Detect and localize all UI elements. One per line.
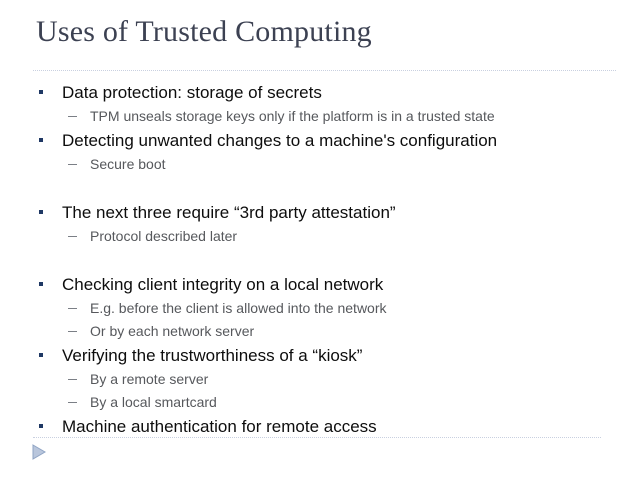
square-bullet-icon [38, 352, 44, 358]
bullet-item: The next three require “3rd party attest… [0, 200, 638, 225]
sub-bullet-label: By a local smartcard [90, 394, 217, 410]
sub-bullet-item: By a local smartcard [0, 391, 638, 414]
sub-bullet-label: Protocol described later [90, 228, 238, 244]
sub-bullet-label: Or by each network server [90, 323, 255, 339]
bullet-label: Data protection: storage of secrets [62, 83, 322, 102]
dash-bullet-icon [68, 116, 77, 117]
bullet-spacer [0, 248, 638, 272]
bullet-item: Data protection: storage of secrets [0, 80, 638, 105]
sub-bullet-label: By a remote server [90, 371, 209, 387]
dash-bullet-icon [68, 331, 77, 332]
bullet-label: Verifying the trustworthiness of a “kios… [62, 346, 363, 365]
dash-bullet-icon [68, 164, 77, 165]
bullet-item: Detecting unwanted changes to a machine'… [0, 128, 638, 153]
sub-bullet-item: Secure boot [0, 153, 638, 176]
bullet-item: Checking client integrity on a local net… [0, 272, 638, 297]
square-bullet-icon [38, 89, 44, 95]
dash-bullet-icon [68, 379, 77, 380]
sub-bullet-item: Protocol described later [0, 225, 638, 248]
bullet-item: Verifying the trustworthiness of a “kios… [0, 343, 638, 368]
bullet-item: Machine authentication for remote access [0, 414, 638, 439]
sub-bullet-label: Secure boot [90, 156, 166, 172]
sub-bullet-item: Or by each network server [0, 320, 638, 343]
bullet-label: Checking client integrity on a local net… [62, 275, 384, 294]
title-divider-top [33, 70, 616, 71]
sub-bullet-item: TPM unseals storage keys only if the pla… [0, 105, 638, 128]
dash-bullet-icon [68, 236, 77, 237]
bullet-spacer [0, 176, 638, 200]
square-bullet-icon [38, 423, 44, 429]
sub-bullet-label: TPM unseals storage keys only if the pla… [90, 108, 495, 124]
square-bullet-icon [38, 281, 44, 287]
footer-divider-bottom [33, 437, 601, 438]
page-title: Uses of Trusted Computing [36, 15, 372, 48]
dash-bullet-icon [68, 308, 77, 309]
sub-bullet-item: By a remote server [0, 368, 638, 391]
square-bullet-icon [38, 137, 44, 143]
sub-bullet-item: E.g. before the client is allowed into t… [0, 297, 638, 320]
square-bullet-icon [38, 209, 44, 215]
bullet-label: Detecting unwanted changes to a machine'… [62, 131, 498, 150]
sub-bullet-label: E.g. before the client is allowed into t… [90, 300, 387, 316]
play-triangle-icon [32, 444, 46, 460]
dash-bullet-icon [68, 402, 77, 403]
bullet-label: The next three require “3rd party attest… [62, 203, 396, 222]
bullet-label: Machine authentication for remote access [62, 417, 377, 436]
